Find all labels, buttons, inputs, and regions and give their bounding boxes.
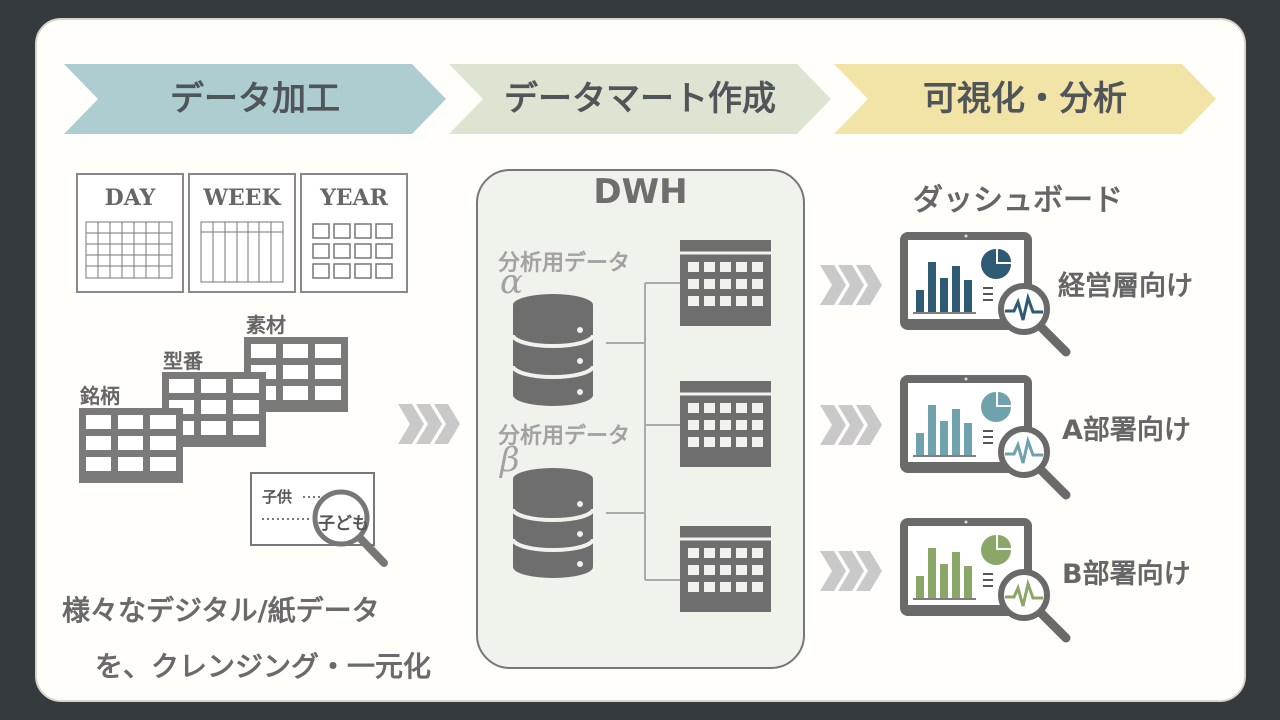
db-beta-label: 分析用データ xyxy=(498,424,631,449)
table-material-label: 素材 xyxy=(246,313,286,337)
caption-line-2: を、クレンジング・一元化 xyxy=(95,650,432,683)
flow-arrow-icon-2 xyxy=(820,405,882,445)
week-grid-icon xyxy=(200,221,284,283)
search-term-original: 子供 xyxy=(262,488,293,506)
dashboard-label-1: 経営層向け xyxy=(1058,271,1193,302)
chevron-step-1 xyxy=(64,64,446,134)
datamart-icon-2 xyxy=(680,381,771,467)
step-1-label: データ加工 xyxy=(170,79,340,119)
table-brand-label: 銘柄 xyxy=(80,384,120,408)
db-beta-symbol: β xyxy=(500,440,520,480)
flow-arrow-icon-1 xyxy=(820,265,882,305)
calendar-year: YEAR xyxy=(300,173,408,293)
dwh-connector-lines xyxy=(606,282,680,581)
table-brand-icon xyxy=(79,408,183,483)
database-beta-icon xyxy=(511,468,595,578)
dwh-title: DWH xyxy=(593,172,688,212)
calendar-year-title: YEAR xyxy=(320,185,388,211)
datamart-icon-1 xyxy=(680,240,771,326)
day-grid-icon xyxy=(85,221,173,279)
datamart-icon-3 xyxy=(680,526,771,612)
chevron-step-2 xyxy=(449,64,831,134)
year-grid-icon xyxy=(312,223,393,279)
flow-arrow-icon-left xyxy=(398,404,460,444)
dashboard-magnifier-icon-1 xyxy=(998,283,1071,357)
db-alpha-label: 分析用データ xyxy=(498,251,631,276)
calendar-week: WEEK xyxy=(188,173,296,293)
calendar-week-title: WEEK xyxy=(203,185,281,211)
dashboard-label-2: A部署向け xyxy=(1062,415,1191,446)
search-term-normalized: 子ども xyxy=(318,514,369,534)
dashboards-title: ダッシュボード xyxy=(913,183,1123,218)
chevron-step-3 xyxy=(834,64,1216,134)
step-2-label: データマート作成 xyxy=(504,79,776,119)
dashboard-label-3: B部署向け xyxy=(1062,559,1191,590)
dashboard-magnifier-icon-2 xyxy=(998,426,1071,500)
caption-line-1: 様々なデジタル/紙データ xyxy=(62,594,380,627)
database-alpha-icon xyxy=(511,294,595,406)
table-model-number-label: 型番 xyxy=(163,349,203,373)
db-alpha-symbol: α xyxy=(500,262,523,302)
flow-arrow-icon-3 xyxy=(820,551,882,591)
calendar-day-title: DAY xyxy=(104,185,156,211)
dashboard-magnifier-icon-3 xyxy=(998,569,1071,643)
magnifier-icon xyxy=(312,489,388,567)
step-3-label: 可視化・分析 xyxy=(923,79,1127,119)
